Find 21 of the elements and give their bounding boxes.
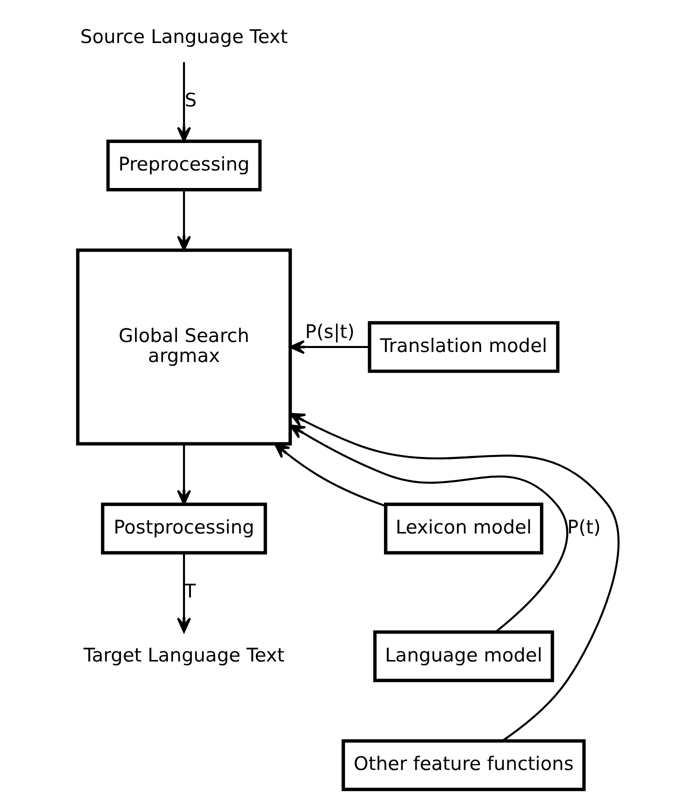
node-box: Language model <box>373 630 554 682</box>
arrow <box>274 443 386 507</box>
node-text: Target Language Text <box>83 645 285 666</box>
edge-label: T <box>184 581 196 602</box>
node-box: Postprocessing <box>100 502 268 554</box>
arrow <box>290 412 620 742</box>
edge-label: P(t) <box>567 518 601 539</box>
arrow <box>290 340 370 354</box>
node-box: Other feature functions <box>342 739 586 792</box>
node-text: Source Language Text <box>80 26 288 48</box>
arrow <box>176 62 192 142</box>
node-box: Global Search argmax <box>76 248 292 446</box>
node-box: Preprocessing <box>106 140 262 192</box>
edge-label: P(s|t) <box>305 322 355 343</box>
node-box: Translation model <box>368 321 560 373</box>
arrow <box>176 552 192 633</box>
arrow <box>290 424 568 632</box>
node-box: Lexicon model <box>384 502 544 554</box>
edge-label: S <box>184 90 197 112</box>
arrow <box>176 190 192 251</box>
arrow <box>176 444 192 506</box>
